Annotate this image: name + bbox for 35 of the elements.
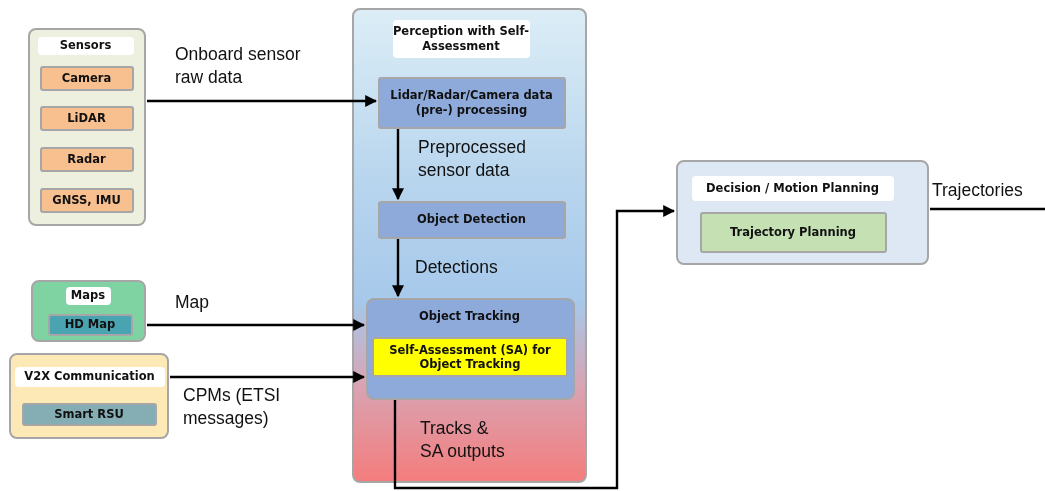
process-box: Object Detection bbox=[377, 200, 566, 239]
edge-label: Tracks & SA outputs bbox=[420, 417, 506, 463]
edge-label: Detections bbox=[415, 256, 499, 279]
group-panel bbox=[9, 353, 169, 439]
group-panel bbox=[676, 160, 929, 265]
process-box: Camera bbox=[39, 65, 134, 91]
arrow bbox=[147, 319, 366, 331]
arrow bbox=[147, 95, 378, 107]
group-panel bbox=[28, 28, 146, 226]
group-title: Maps bbox=[65, 286, 111, 305]
edge-label: Onboard sensor raw data bbox=[175, 43, 302, 89]
arrow bbox=[170, 371, 366, 383]
group-panel bbox=[365, 297, 575, 400]
process-box: Self-Assessment (SA) for Object Tracking bbox=[372, 337, 568, 377]
arrow bbox=[393, 205, 676, 490]
edge-label: Preprocessed sensor data bbox=[418, 136, 527, 182]
process-box: Radar bbox=[39, 146, 134, 172]
group-panel bbox=[352, 8, 587, 483]
group-title: Object Tracking bbox=[418, 307, 521, 325]
arrow bbox=[392, 129, 404, 201]
edge-label: Map bbox=[175, 291, 211, 314]
process-box: Trajectory Planning bbox=[699, 211, 887, 253]
process-box: Lidar/Radar/Camera data (pre-) processing bbox=[377, 76, 566, 129]
group-title: V2X Communication bbox=[14, 366, 165, 387]
process-box: GNSS, IMU bbox=[39, 187, 134, 213]
process-box: Smart RSU bbox=[21, 402, 157, 426]
group-title: Sensors bbox=[37, 36, 134, 55]
arrow bbox=[392, 239, 404, 298]
group-title: Decision / Motion Planning bbox=[691, 175, 894, 201]
edge-label: Trajectories bbox=[932, 179, 1024, 202]
group-title: Perception with Self-Assessment bbox=[392, 19, 530, 58]
edge-label: CPMs (ETSI messages) bbox=[183, 384, 282, 430]
process-box: HD Map bbox=[47, 313, 133, 336]
group-panel bbox=[31, 280, 146, 342]
process-box: LiDAR bbox=[39, 105, 134, 131]
